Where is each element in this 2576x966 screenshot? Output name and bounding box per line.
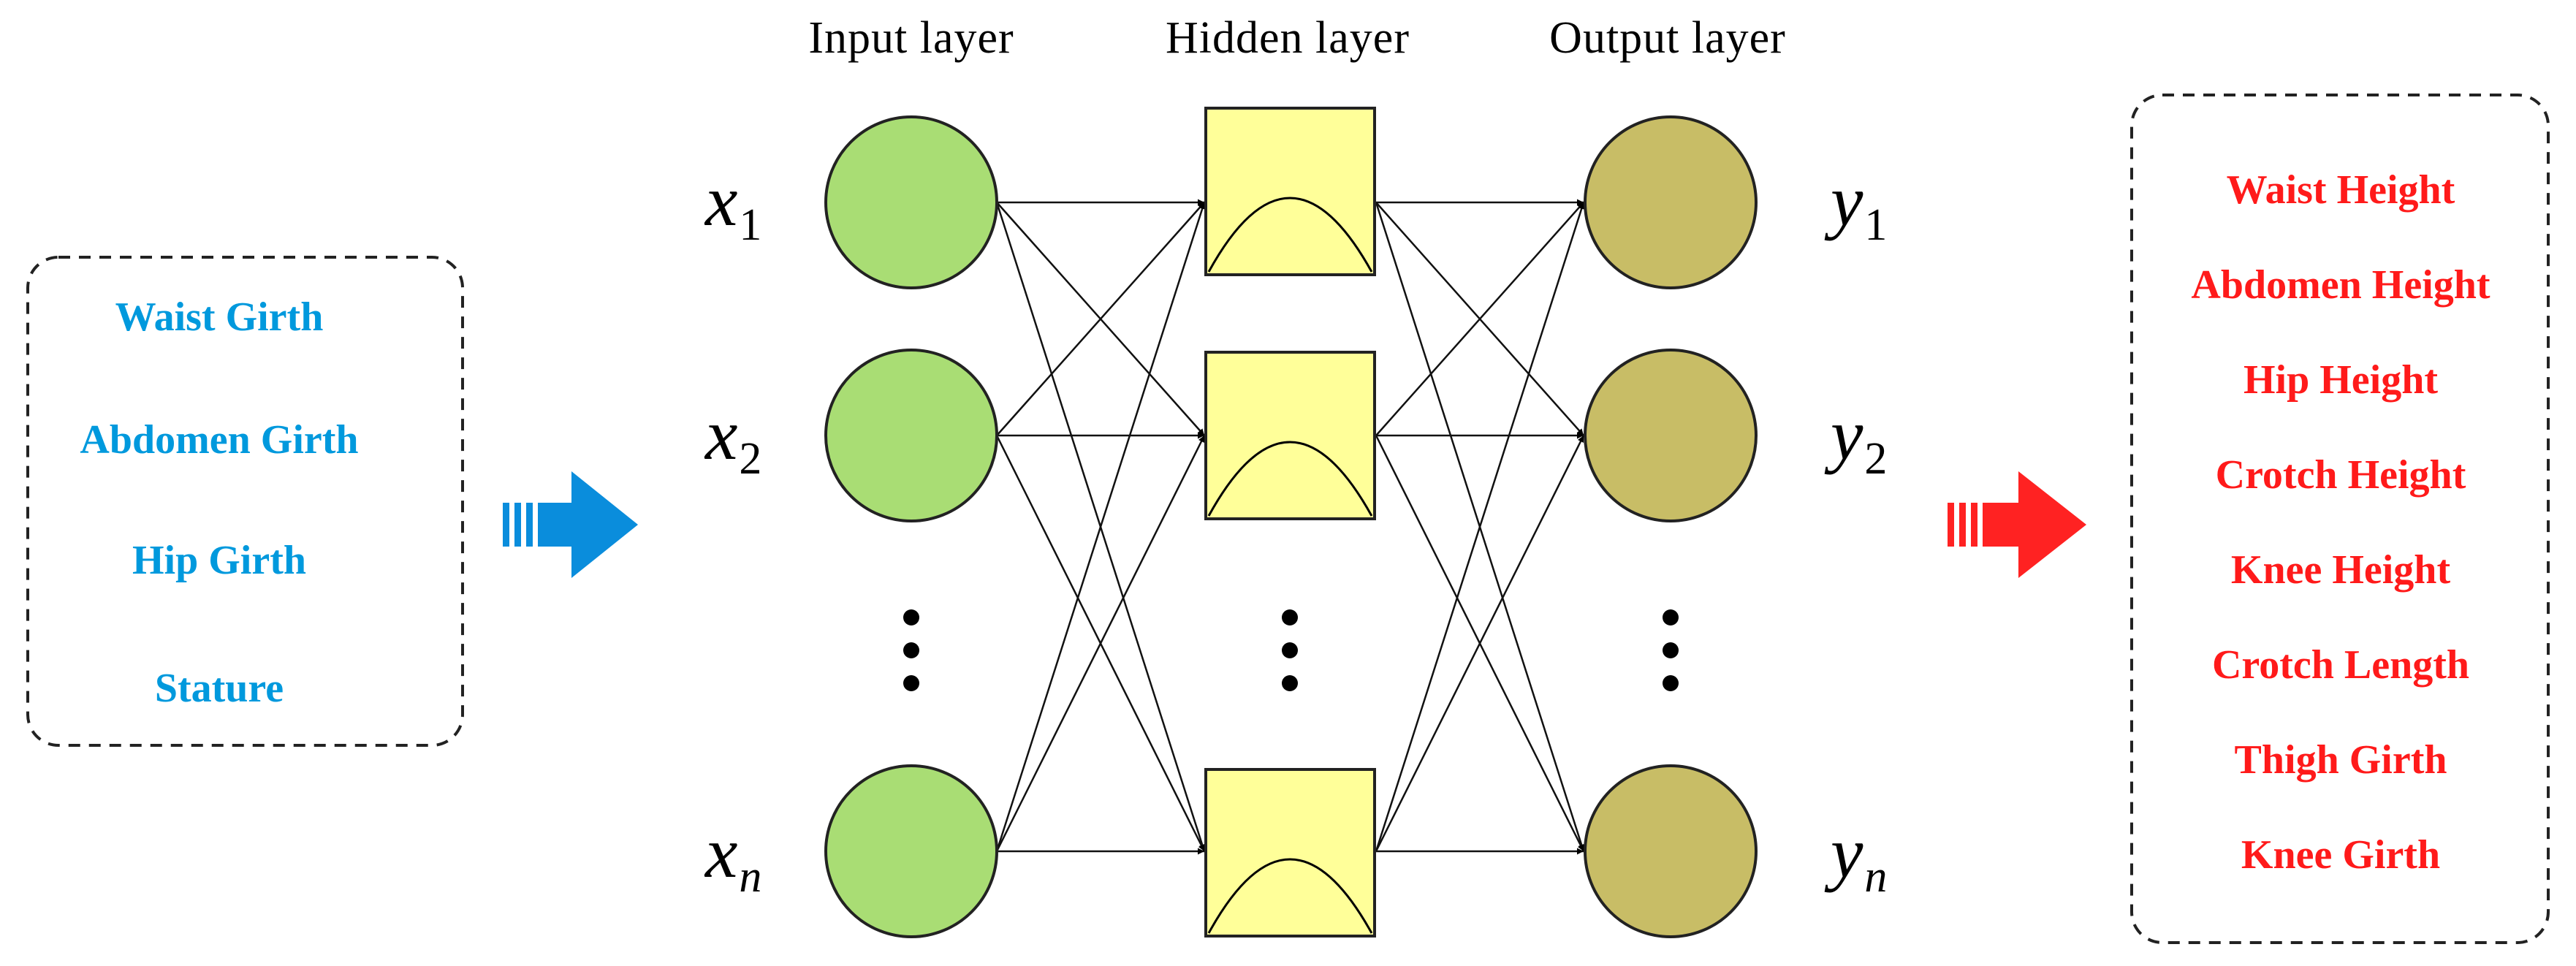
output-var-label: y2 (1824, 394, 1887, 484)
input-node (824, 764, 998, 938)
hidden-ellipsis (1282, 609, 1298, 691)
hidden-output-edge (1375, 202, 1584, 436)
output-feature-label: Crotch Height (2216, 452, 2466, 498)
input-node (824, 349, 998, 522)
output-layer-title: Output layer (1549, 13, 1786, 63)
hidden-output-edge (1375, 202, 1585, 852)
output-feature-label: Hip Height (2243, 357, 2438, 403)
input-hidden-edge (995, 435, 1206, 852)
output-node (1584, 115, 1758, 289)
output-feature-label: Abdomen Height (2191, 262, 2490, 308)
hidden-node (1204, 768, 1376, 938)
output-feature-label: Knee Height (2231, 547, 2451, 593)
input-features-box (26, 256, 464, 747)
input-hidden-edge (995, 202, 1206, 852)
output-feature-label: Waist Height (2227, 167, 2455, 213)
output-arrow-icon (1948, 471, 2086, 578)
output-var-label: y1 (1824, 160, 1887, 250)
input-feature-label: Stature (155, 666, 284, 711)
input-features-list: Waist Girth Abdomen Girth Hip Girth Stat… (80, 294, 358, 711)
input-ellipsis (903, 609, 919, 691)
input-feature-label: Abdomen Girth (80, 417, 358, 463)
input-hidden-edge (996, 202, 1205, 436)
activation-curve-icon (1207, 858, 1373, 934)
input-arrow-icon (503, 471, 638, 578)
output-node (1584, 764, 1758, 938)
hidden-node (1204, 351, 1376, 520)
activation-curve-icon (1207, 197, 1373, 273)
hidden-layer-title: Hidden layer (1166, 13, 1410, 63)
output-var-label: yn (1824, 812, 1887, 902)
output-node (1584, 349, 1758, 522)
input-feature-label: Waist Girth (115, 294, 324, 340)
output-feature-label: Knee Girth (2241, 832, 2440, 878)
hidden-output-edge (1375, 435, 1585, 852)
output-ellipsis (1663, 609, 1679, 691)
hidden-node (1204, 107, 1376, 276)
input-var-label: x1 (704, 160, 761, 250)
connections (995, 199, 1585, 855)
input-node (824, 115, 998, 289)
input-var-label: x2 (704, 394, 761, 484)
output-feature-label: Crotch Length (2212, 642, 2469, 688)
output-features-list: Waist Height Abdomen Height Hip Height C… (2191, 167, 2490, 878)
input-var-label: xn (704, 812, 761, 902)
input-feature-label: Hip Girth (132, 538, 306, 583)
activation-curve-icon (1207, 441, 1373, 517)
output-feature-label: Thigh Girth (2235, 737, 2447, 783)
input-layer-title: Input layer (808, 13, 1014, 63)
output-features-box (2130, 94, 2550, 944)
